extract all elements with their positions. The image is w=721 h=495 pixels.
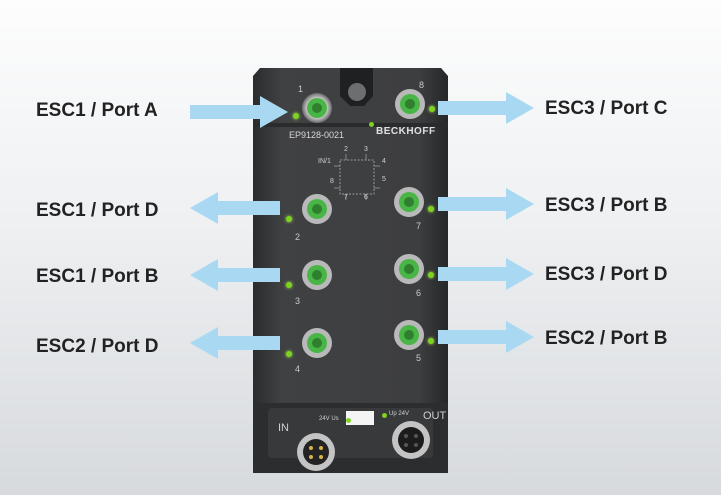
connector-port-7 xyxy=(394,187,424,217)
power-up-label: Up 24V xyxy=(389,411,410,417)
arrow-port-2-out xyxy=(190,192,280,224)
diagram-number-5: 5 xyxy=(382,176,386,183)
arrow-port-1-in xyxy=(190,96,288,128)
power-out-connector xyxy=(392,421,430,459)
label-esc2-port-d: ESC2 / Port D xyxy=(36,336,159,357)
led-port-7 xyxy=(428,206,434,212)
power-out-label: OUT xyxy=(423,410,447,422)
diagram-number-3: 3 xyxy=(364,146,368,153)
arrow-port-8-out xyxy=(438,92,534,124)
power-us-label: 24V Us xyxy=(319,416,339,422)
led-port-6 xyxy=(428,272,434,278)
connector-port-5 xyxy=(394,320,424,350)
led-port-5 xyxy=(428,338,434,344)
diagram-number-7: 7 xyxy=(344,194,348,201)
port-number-3: 3 xyxy=(295,296,301,306)
arrow-port-4-out xyxy=(190,327,280,359)
label-esc3-port-d: ESC3 / Port D xyxy=(545,264,668,285)
diagram-number-6: 6 xyxy=(364,194,368,201)
label-esc1-port-a: ESC1 / Port A xyxy=(36,100,158,121)
arrow-port-7-out xyxy=(438,188,534,220)
diagram-in-label: IN/1 xyxy=(318,158,331,165)
led-power-up xyxy=(382,413,387,418)
diagram-number-2: 2 xyxy=(344,146,348,153)
led-port-2 xyxy=(286,216,292,222)
label-esc3-port-c: ESC3 / Port C xyxy=(545,98,668,119)
power-in-connector xyxy=(297,433,335,471)
led-port-8 xyxy=(429,106,435,112)
port-number-5: 5 xyxy=(416,353,422,363)
led-port-1 xyxy=(293,113,299,119)
arrow-port-6-out xyxy=(438,258,534,290)
ethercat-junction-device xyxy=(253,68,448,473)
led-power-us xyxy=(346,418,351,423)
connector-port-3 xyxy=(302,260,332,290)
connector-port-8 xyxy=(395,89,425,119)
port-number-4: 4 xyxy=(295,364,301,374)
label-esc1-port-b: ESC1 / Port B xyxy=(36,266,159,287)
port-number-2: 2 xyxy=(295,232,301,242)
brand-logo-text: BECKHOFF xyxy=(376,126,436,137)
port-number-8: 8 xyxy=(419,80,425,90)
connector-port-6 xyxy=(394,254,424,284)
connector-port-1 xyxy=(302,93,332,123)
arrow-port-5-out xyxy=(438,321,534,353)
led-port-4 xyxy=(286,351,292,357)
label-esc3-port-b: ESC3 / Port B xyxy=(545,195,668,216)
power-in-label: IN xyxy=(278,422,289,434)
arrow-port-3-out xyxy=(190,259,280,291)
diagram-number-8: 8 xyxy=(330,178,334,185)
led-port-3 xyxy=(286,282,292,288)
label-esc2-port-b: ESC2 / Port B xyxy=(545,328,668,349)
port-number-7: 7 xyxy=(416,221,422,231)
model-number: EP9128-0021 xyxy=(289,130,345,140)
connector-port-4 xyxy=(302,328,332,358)
port-number-1: 1 xyxy=(298,84,304,94)
led-status xyxy=(369,122,374,127)
label-esc1-port-d: ESC1 / Port D xyxy=(36,200,159,221)
port-number-6: 6 xyxy=(416,288,422,298)
connector-port-2 xyxy=(302,194,332,224)
diagram-number-4: 4 xyxy=(382,158,386,165)
